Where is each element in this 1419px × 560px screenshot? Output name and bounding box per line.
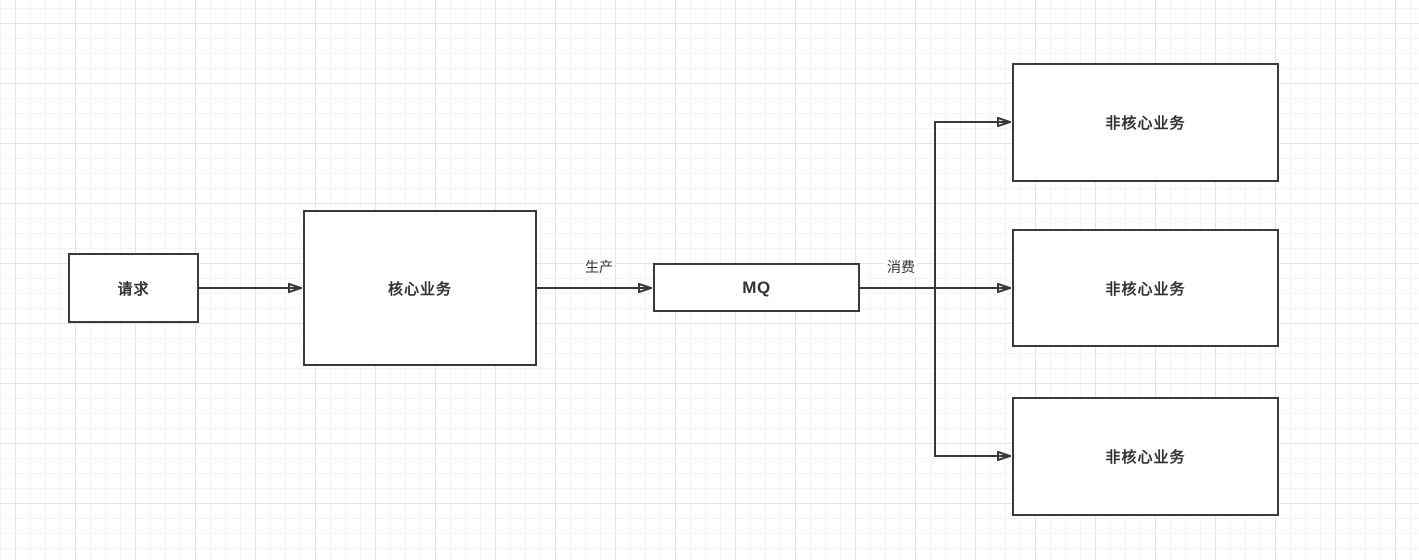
- node-mq-label: MQ: [742, 277, 771, 297]
- node-core-business-label: 核心业务: [387, 280, 452, 298]
- node-non-core-business-1[interactable]: 非核心业务: [1012, 63, 1279, 182]
- edge-label-consume[interactable]: 消费: [885, 257, 917, 277]
- node-non-core-business-3-label: 非核心业务: [1105, 449, 1186, 466]
- node-non-core-business-2[interactable]: 非核心业务: [1012, 229, 1279, 347]
- node-request[interactable]: 请求: [68, 253, 199, 323]
- edge-mq-to-noncore-1[interactable]: [934, 122, 1010, 288]
- node-non-core-business-2-label: 非核心业务: [1105, 280, 1186, 298]
- node-request-label: 请求: [117, 280, 150, 298]
- node-non-core-business-3[interactable]: 非核心业务: [1012, 397, 1279, 516]
- node-core-business[interactable]: 核心业务: [303, 210, 537, 366]
- edge-mq-to-noncore-3[interactable]: [934, 288, 1010, 456]
- edge-label-produce[interactable]: 生产: [583, 257, 615, 277]
- node-non-core-business-1-label: 非核心业务: [1105, 115, 1186, 132]
- node-mq[interactable]: MQ: [653, 263, 860, 312]
